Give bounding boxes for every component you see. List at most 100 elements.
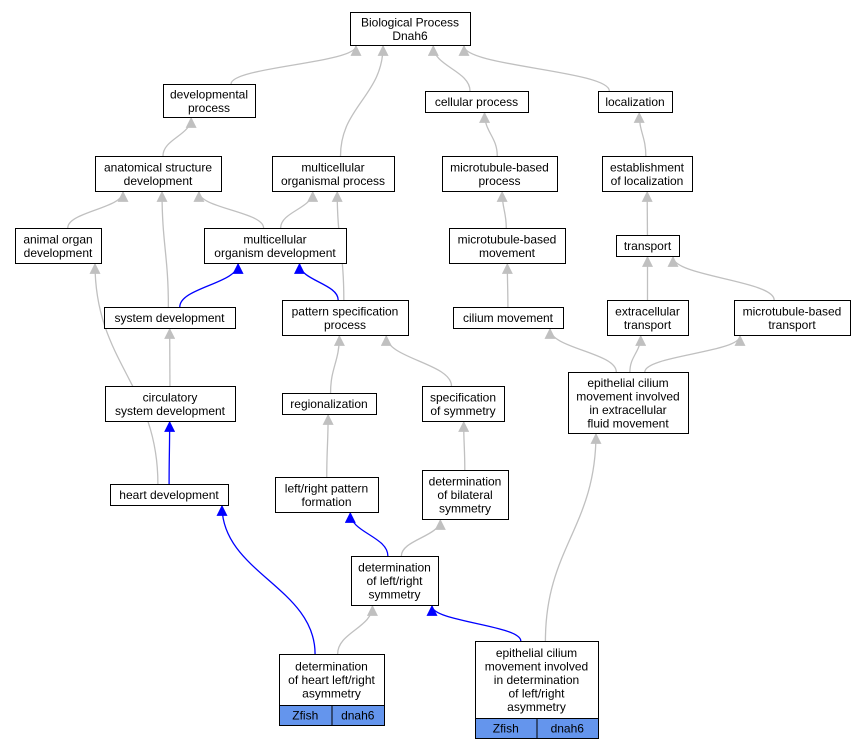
node-box xyxy=(204,228,347,264)
edge-animorgan-to-anatdev xyxy=(67,190,129,229)
edge-epicildet-to-epicilfluid xyxy=(544,432,602,642)
node-label-line: of left/right xyxy=(366,574,423,588)
node-box xyxy=(422,470,509,520)
node-label-line: movement involved xyxy=(576,389,679,403)
edge-epicilfluid-to-extracell xyxy=(629,334,647,373)
node-box xyxy=(95,156,222,192)
edge-lrpattern-to-regional xyxy=(322,413,334,478)
edge-patspec-to-mcorgdev xyxy=(294,262,339,301)
node-label-line: cellular process xyxy=(435,95,518,109)
node-box xyxy=(607,300,689,336)
node-box xyxy=(15,228,102,264)
node-label-line: microtubule-based xyxy=(450,160,549,174)
edge-sysdev-to-mcorgdev xyxy=(179,262,244,308)
node-box xyxy=(598,91,673,113)
node-box xyxy=(602,156,693,192)
node-label-line: Dnah6 xyxy=(392,29,428,43)
node-transport[interactable]: transport xyxy=(616,235,680,257)
tag-label: dnah6 xyxy=(551,722,585,736)
node-label-line: in extracellular xyxy=(589,403,666,417)
node-sysdev[interactable]: system development xyxy=(104,307,236,329)
edge-mcorgproc-to-bp xyxy=(339,44,389,157)
node-label-line: microtubule-based xyxy=(743,304,842,318)
edge-epicilfluid-to-cilmove xyxy=(544,327,617,373)
tag-label: Zfish xyxy=(493,722,519,736)
node-box xyxy=(568,372,689,434)
node-label-line: multicellular xyxy=(243,232,306,246)
node-label-line: of left/right xyxy=(508,687,565,701)
node-label-line: specification xyxy=(430,390,496,404)
node-cilmove[interactable]: cilium movement xyxy=(453,307,564,329)
node-box xyxy=(272,156,395,192)
node-label-line: transport xyxy=(768,318,816,332)
node-box xyxy=(275,477,379,513)
node-box xyxy=(282,300,409,336)
edge-mtbproc-to-cellproc xyxy=(479,111,498,157)
edge-detlr-to-lrpattern xyxy=(344,511,389,557)
node-regional[interactable]: regionalization xyxy=(282,393,377,415)
node-box xyxy=(105,386,236,422)
tag-label: dnah6 xyxy=(341,709,375,723)
node-label-line: pattern specification xyxy=(292,304,399,318)
edge-regional-to-patspec xyxy=(329,334,345,394)
node-label-line: extracellular xyxy=(615,304,680,318)
tag-cell xyxy=(536,718,599,739)
node-label-line: multicellular xyxy=(301,160,364,174)
node-box xyxy=(282,393,377,415)
node-heartdev[interactable]: heart development xyxy=(110,484,229,506)
node-label-line: symmetry xyxy=(439,502,491,516)
node-label-line: circulatory xyxy=(143,390,198,404)
node-box xyxy=(453,307,564,329)
node-label-line: of heart left/right xyxy=(288,673,375,687)
edge-mtbmove-to-mtbproc xyxy=(496,190,508,229)
node-label-line: epithelial cilium xyxy=(587,376,668,390)
node-box xyxy=(163,84,256,118)
node-label-line: microtubule-based xyxy=(458,232,557,246)
node-label-line: determination xyxy=(295,660,368,674)
node-box xyxy=(104,307,236,329)
node-label-line: organismal process xyxy=(281,174,385,188)
node-label-line: establishment xyxy=(610,160,685,174)
node-localization[interactable]: localization xyxy=(598,91,673,113)
node-label-line: organism development xyxy=(214,246,336,260)
node-box xyxy=(110,484,229,506)
edge-mtbtrans-to-transport xyxy=(667,255,775,301)
node-label-line: transport xyxy=(624,318,672,332)
node-label-line: movement involved xyxy=(485,660,588,674)
node-label-line: determination xyxy=(358,561,431,575)
node-label-line: localization xyxy=(605,95,664,109)
node-cellproc[interactable]: cellular process xyxy=(425,91,529,113)
node-label-line: system development xyxy=(115,404,226,418)
edge-detbilat-to-specsym xyxy=(458,420,470,471)
node-label-line: process xyxy=(188,101,230,115)
node-label-line: fluid movement xyxy=(587,416,669,430)
edge-epicilfluid-to-mtbtrans xyxy=(644,334,746,373)
node-box xyxy=(350,12,471,46)
edge-mcorgdev-to-anatdev xyxy=(193,190,265,229)
node-box xyxy=(616,235,680,257)
node-label-line: asymmetry xyxy=(507,700,566,714)
node-label-line: left/right pattern xyxy=(285,481,368,495)
node-label-line: symmetry xyxy=(369,588,421,602)
node-label-line: process xyxy=(324,318,366,332)
